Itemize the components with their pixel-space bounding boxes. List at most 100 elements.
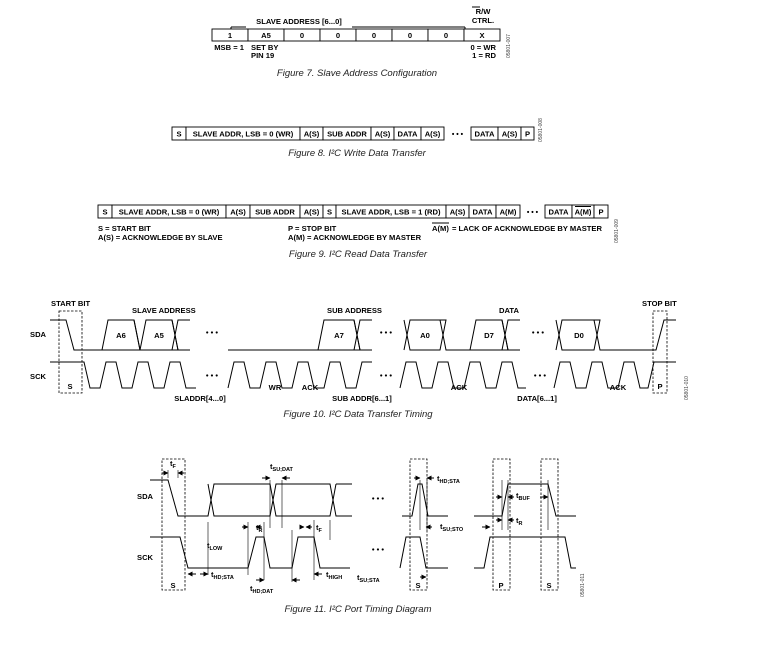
fig7-set-by: SET BY (251, 43, 278, 52)
fig9-cell-text: A(S) (304, 208, 320, 217)
fig7-rw-label: R/W (476, 7, 492, 16)
fig11-tf-label: tF (170, 459, 177, 470)
fig10-p-label: P (657, 382, 662, 391)
fig11-s-label: S (170, 581, 175, 590)
fig9-cell-text: P (598, 208, 603, 217)
fig9-cell-text: S (102, 208, 107, 217)
fig8-cell-text: A(S) (502, 130, 518, 139)
fig9-legend-am: A(M) = ACKNOWLEDGE BY MASTER (288, 233, 422, 242)
fig9-legend-p: P = STOP BIT (288, 224, 337, 233)
fig11-s-label: S (546, 581, 551, 590)
fig10-bit: A7 (334, 331, 344, 340)
fig10-start-box (58, 310, 83, 394)
fig9-legend-s: S = START BIT (98, 224, 151, 233)
fig10-start-bit: START BIT (51, 299, 90, 308)
fig11-restart-box (409, 458, 428, 591)
fig9-cell-text: S (327, 208, 332, 217)
fig11-p-label: P (498, 581, 503, 590)
fig10-s-label: S (67, 382, 72, 391)
fig11-dots: • • • (372, 545, 385, 554)
fig10-sck-label: SCK (30, 372, 47, 381)
fig7-cell-text: 0 (336, 31, 340, 40)
fig10-data: DATA (499, 306, 519, 315)
fig9-legend-as: A(S) = ACKNOWLEDGE BY SLAVE (98, 233, 223, 242)
fig10-bit: D0 (574, 331, 584, 340)
fig9-cell (495, 204, 521, 219)
fig11-start2-box (540, 458, 559, 591)
fig7-cells: 1 A5 0 0 0 0 0 X (211, 28, 501, 42)
figure-9: S SLAVE ADDR, LSB = 0 (WR) A(S) SUB ADDR… (97, 204, 620, 260)
fig11-thdsta-label: tHD;STA (211, 570, 234, 581)
fig8-cell (420, 126, 445, 141)
fig10-stop-box (652, 310, 668, 394)
fig9-cell-text: DATA (549, 208, 569, 217)
fig10-sladdr-label: SLADDR[4...0] (174, 394, 226, 403)
fig9-legend-am-bar: A(M) (432, 224, 449, 233)
fig10-caption: Figure 10. I²C Data Transfer Timing (283, 409, 433, 420)
fig9-cell-text: A(M) (500, 208, 517, 217)
fig10-stop-bit: STOP BIT (642, 299, 677, 308)
fig11-tlow-label: tLOW (207, 541, 223, 552)
fig8-cell-text: A(S) (304, 130, 320, 139)
fig10-bit: A0 (420, 331, 430, 340)
figure-7: SLAVE ADDRESS [6...0] R/W CTRL. 1 A5 0 0… (211, 6, 512, 79)
fig7-cell-text: 0 (444, 31, 448, 40)
fig11-tr-label: tR (256, 523, 263, 534)
figure-8: S SLAVE ADDR, LSB = 0 (WR) A(S) SUB ADDR… (171, 118, 544, 159)
fig8-cell-text: SLAVE ADDR, LSB = 0 (WR) (193, 130, 294, 139)
fig7-rd-note: 1 = RD (472, 51, 496, 60)
fig8-cell-text: P (525, 130, 530, 139)
fig7-caption: Figure 7. Slave Address Configuration (277, 68, 437, 79)
fig11-tsusto-label: tSU;STO (440, 522, 464, 533)
fig11-start-box (161, 458, 186, 591)
fig10-ack-label: ACK (451, 383, 468, 392)
fig11-timing-arrows (162, 470, 549, 583)
fig11-sda-label: SDA (137, 492, 154, 501)
fig9-cell-text: SLAVE ADDR, LSB = 1 (RD) (342, 208, 441, 217)
fig10-databits-label: DATA[6...1] (517, 394, 557, 403)
fig7-msb-note: MSB = 1 (214, 43, 245, 52)
fig11-tf2-label: tF (316, 523, 323, 534)
fig9-code: 05801-009 (614, 219, 620, 243)
fig11-caption: Figure 11. I²C Port Timing Diagram (284, 604, 431, 615)
fig7-cell-text: 0 (300, 31, 304, 40)
fig11-thddat-label: tHD;DAT (250, 584, 274, 595)
fig7-pin: PIN 19 (251, 51, 274, 60)
fig11-tsusta-label: tSU;STA (357, 573, 380, 584)
fig10-dots: • • • (380, 371, 393, 380)
fig10-bit: A5 (154, 331, 164, 340)
fig9-legend-lack: = LACK OF ACKNOWLEDGE BY MASTER (452, 224, 602, 233)
fig7-cell-text: A5 (261, 31, 271, 40)
fig7-cell-text: 0 (408, 31, 412, 40)
fig8-cell (520, 126, 535, 141)
fig10-sub-address: SUB ADDRESS (327, 306, 382, 315)
fig10-dots: • • • (206, 328, 219, 337)
fig9-dots: • • • (527, 210, 539, 217)
fig10-dots: • • • (206, 371, 219, 380)
fig10-wr-label: WR (269, 383, 282, 392)
fig10-subaddr-label: SUB ADDR[6...1] (332, 394, 392, 403)
figure-10: START BIT SLAVE ADDRESS SUB ADDRESS DATA… (30, 299, 690, 420)
fig11-dots: • • • (372, 494, 385, 503)
fig10-sda-wave (50, 319, 676, 351)
fig10-slave-address: SLAVE ADDRESS (132, 306, 196, 315)
fig11-stop-box (492, 458, 511, 591)
fig11-thigh-label: tHIGH (326, 570, 342, 581)
fig7-cell (463, 28, 501, 42)
fig9-cell-text: A(S) (450, 208, 466, 217)
fig10-sck-wave (50, 361, 676, 389)
fig10-code: 05801-010 (684, 376, 690, 400)
fig10-ack-label: ACK (610, 383, 627, 392)
figure-11: SDA SCK • • • • • • (137, 458, 586, 615)
fig9-cell-text: SUB ADDR (255, 208, 295, 217)
fig11-tbuf-label: tBUF (516, 491, 530, 502)
fig11-code: 05801-011 (580, 573, 586, 597)
fig10-bit: A6 (116, 331, 126, 340)
fig11-thdsta2-label: tHD;STA (437, 474, 460, 485)
fig9-cell-text: SLAVE ADDR, LSB = 0 (WR) (119, 208, 220, 217)
fig11-sck-wave (150, 536, 576, 569)
fig8-cell-text: S (176, 130, 181, 139)
fig7-wr-note: 0 = WR (470, 43, 496, 52)
fig8-cell-text: A(S) (425, 130, 441, 139)
